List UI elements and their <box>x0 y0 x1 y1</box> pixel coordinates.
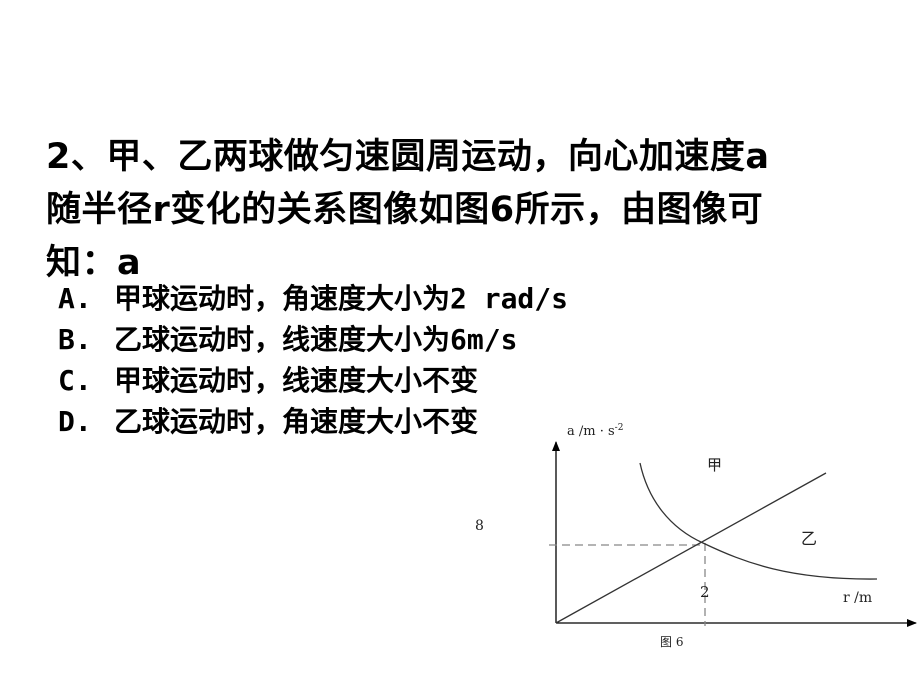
curve-jia <box>639 462 878 580</box>
x-axis-label: r /m <box>843 590 872 606</box>
option-letter: B. <box>58 323 92 356</box>
y-axis-label: a /m · s-2 <box>567 423 623 439</box>
option-text: 乙球运动时，线速度大小为6m/s <box>114 323 518 356</box>
option-a[interactable]: A. 甲球运动时，角速度大小为2 rad/s <box>58 278 568 319</box>
option-text: 甲球运动时，角速度大小为2 rad/s <box>114 282 569 315</box>
answer-options: A. 甲球运动时，角速度大小为2 rad/s B. 乙球运动时，线速度大小为6m/s… <box>58 278 568 442</box>
line-yi <box>555 472 827 624</box>
x-value-label: 2 <box>700 583 710 601</box>
y-value-label: 8 <box>475 518 484 534</box>
option-letter: A. <box>58 282 92 315</box>
question-line-2: 随半径r变化的关系图像如图6所示，由图像可 <box>46 190 764 230</box>
option-text: 甲球运动时，线速度大小不变 <box>114 364 479 397</box>
figure-caption: 图 6 <box>660 635 683 649</box>
curve-label-jia: 甲 <box>707 456 722 474</box>
option-letter: D. <box>58 405 92 438</box>
option-text: 乙球运动时，角速度大小不变 <box>114 405 479 438</box>
option-letter: C. <box>58 364 92 397</box>
question-line-3: 知：a <box>46 243 142 283</box>
question-stem: 2、甲、乙两球做匀速圆周运动，向心加速度a 随半径r变化的关系图像如图6所示，由… <box>46 131 906 290</box>
line-label-yi: 乙 <box>801 529 817 548</box>
question-line-1: 2、甲、乙两球做匀速圆周运动，向心加速度a <box>46 137 770 177</box>
option-d[interactable]: D. 乙球运动时，角速度大小不变 <box>58 401 568 442</box>
option-c[interactable]: C. 甲球运动时，线速度大小不变 <box>58 360 568 401</box>
option-b[interactable]: B. 乙球运动时，线速度大小为6m/s <box>58 319 568 360</box>
